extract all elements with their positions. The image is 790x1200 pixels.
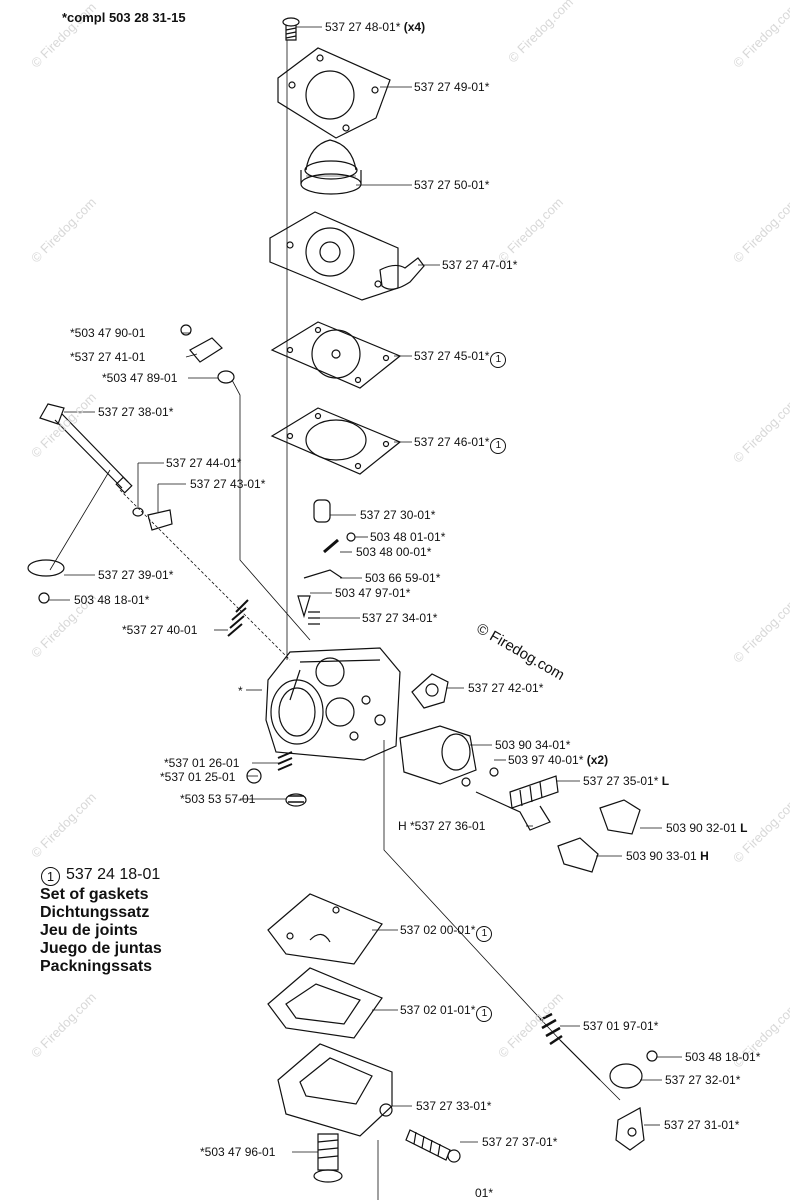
fuel-pump-cover-part <box>269 211 425 301</box>
gasket-set-marker: 1 <box>41 867 60 886</box>
gasket-set-marker: 1 <box>476 926 493 942</box>
part-callout: 537 27 31-01* <box>664 1118 740 1132</box>
part-callout: 537 27 38-01* <box>98 405 174 419</box>
screw-part <box>282 17 300 41</box>
part-callout: 537 27 45-01*1 <box>414 349 507 368</box>
part-callout: *503 47 89-01 <box>102 371 178 385</box>
part-callout: 503 48 18-01* <box>685 1050 761 1064</box>
legend-line: Jeu de joints <box>40 922 138 939</box>
part-callout: 537 27 39-01* <box>98 568 174 582</box>
part-callout: *537 27 41-01 <box>70 350 146 364</box>
legend-line: Packningssats <box>40 958 153 975</box>
part-callout: 537 27 37-01* <box>482 1135 558 1149</box>
part-callout: 537 27 34-01* <box>362 611 438 625</box>
part-callout: 503 90 32-01 L <box>666 821 748 835</box>
part-callout: 537 27 48-01* (x4) <box>325 20 426 34</box>
gasket-set-marker: 1 <box>490 438 507 454</box>
cap-part <box>411 673 449 709</box>
part-callout: 537 01 97-01* <box>583 1019 659 1033</box>
legend-line: Set of gaskets <box>40 886 149 903</box>
valve-part <box>313 499 331 523</box>
part-callout: 503 48 18-01* <box>74 593 150 607</box>
metering-diaphragm-part <box>267 893 383 965</box>
primer-bulb-part <box>300 139 362 195</box>
legend-line: Juego de juntas <box>40 940 162 957</box>
metering-gasket-part <box>267 967 383 1039</box>
part-callout: 537 27 43-01* <box>190 477 266 491</box>
part-callout: * <box>238 684 243 698</box>
part-callout: 503 90 34-01* <box>495 738 571 752</box>
part-callout: *503 53 57-01 <box>180 792 256 806</box>
gasket-part <box>270 407 402 475</box>
part-callout: 503 47 97-01* <box>335 586 411 600</box>
part-callout: 503 48 01-01* <box>370 530 446 544</box>
part-callout: 537 27 46-01*1 <box>414 435 507 454</box>
part-callout: *503 47 90-01 <box>70 326 146 340</box>
part-callout: 503 66 59-01* <box>365 571 441 585</box>
part-callout: 537 27 33-01* <box>416 1099 492 1113</box>
carburetor-body-part <box>265 647 401 761</box>
part-callout: 537 27 42-01* <box>468 681 544 695</box>
part-callout: *537 27 40-01 <box>122 623 198 637</box>
diaphragm-gasket-part <box>270 321 402 389</box>
part-callout: 537 27 32-01* <box>665 1073 741 1087</box>
part-callout: 537 27 30-01* <box>360 508 436 522</box>
part-callout: 01* <box>475 1186 494 1200</box>
gasket-set-marker: 1 <box>490 352 507 368</box>
adjuster-housing-part <box>399 725 477 785</box>
part-callout: 503 97 40-01* (x2) <box>508 753 609 767</box>
part-callout: 537 02 00-01*1 <box>400 923 493 942</box>
part-callout: 503 48 00-01* <box>356 545 432 559</box>
compl-kit-label: *compl 503 28 31-15 <box>62 10 186 25</box>
part-callout: 503 90 33-01 H <box>626 849 709 863</box>
part-callout: 537 02 01-01*1 <box>400 1003 493 1022</box>
part-callout: 537 27 50-01* <box>414 178 490 192</box>
part-callout: H *537 27 36-01 <box>398 819 486 833</box>
part-callout: *537 01 26-01 <box>164 756 240 770</box>
part-callout: *503 47 96-01 <box>200 1145 276 1159</box>
legend-line: Dichtungssatz <box>40 904 150 921</box>
part-callout: 537 27 49-01* <box>414 80 490 94</box>
part-callout: 537 27 35-01* L <box>583 774 670 788</box>
part-callout: *537 01 25-01 <box>160 770 236 784</box>
metering-cover-part <box>277 1043 393 1137</box>
gasket-set-marker: 1 <box>476 1006 493 1022</box>
part-callout: 537 27 47-01* <box>442 258 518 272</box>
part-callout: 537 27 44-01* <box>166 456 242 470</box>
cover-plate-part <box>277 47 391 139</box>
